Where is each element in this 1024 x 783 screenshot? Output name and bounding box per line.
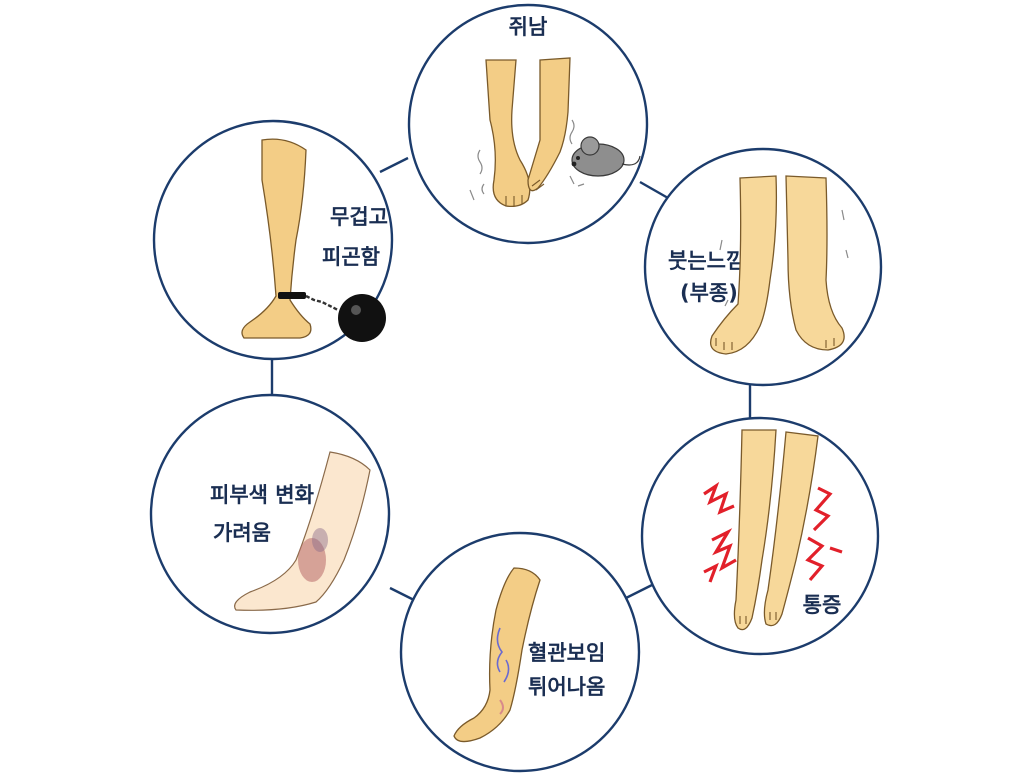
symptom-label-skin: 피부색 변화 [210,483,315,507]
leg-with-ball-and-chain-icon [241,138,386,342]
painful-legs-icon [703,429,843,631]
symptom-label-swelling: 붓는느낌 [668,249,745,273]
symptom-circle-pain: 통증 [640,416,880,656]
symptom-label-veins-sub: 튀어나옴 [528,675,605,699]
symptom-label-heavy: 무겁고 [330,205,388,229]
symptom-label-cramp: 쥐남 [509,15,548,39]
symptom-circle-cramp: 쥐남 [407,3,649,245]
symptom-label-skin-sub: 가려움 [213,521,271,545]
varicose-vein-leg-icon [453,567,541,743]
symptom-label-veins: 혈관보임 [528,641,605,665]
discolored-skin-ankle-icon [234,451,371,611]
symptom-circle-veins: 혈관보임 튀어나옴 [399,531,641,773]
symptom-label-swelling-sub: (부종) [680,281,738,305]
symptom-circle-skin: 피부색 변화 가려움 [149,393,391,635]
symptom-label-pain: 통증 [803,593,842,617]
cramping-feet-with-mouse-icon [469,57,641,208]
swollen-legs-icon [709,175,849,355]
symptom-circle-heavy: 무겁고 피곤함 [152,119,394,361]
symptom-circle-swelling: 붓는느낌 (부종) [643,147,883,387]
symptom-label-heavy-sub: 피곤함 [322,245,380,269]
